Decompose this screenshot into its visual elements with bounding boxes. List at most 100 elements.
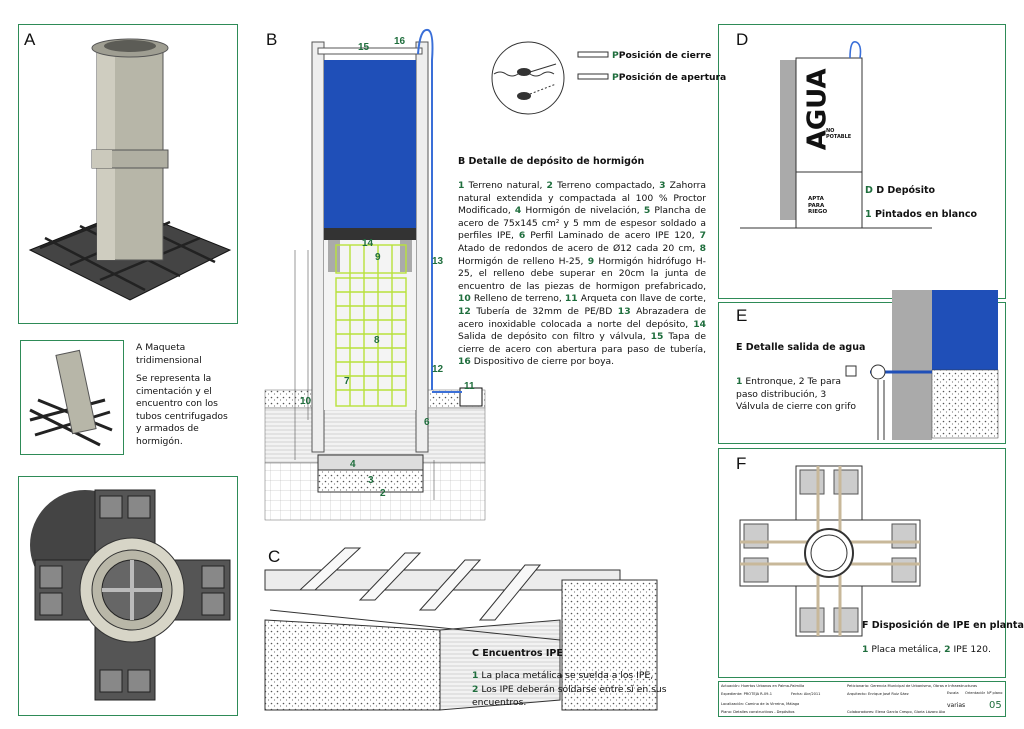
callout-9: 9 — [375, 252, 381, 263]
tb-colaboradores: Colaboradores: Elena García Crespo, Glor… — [847, 710, 945, 714]
panel-d-line: 1 Pintados en blanco — [865, 209, 978, 220]
tb-arquitecto: Arquitecto: Enrique José Ruiz Sáez — [847, 692, 909, 696]
sign-no-potable: NO POTABLE — [826, 128, 852, 140]
panel-b-section — [264, 28, 486, 521]
legend-number: 2 — [546, 180, 553, 191]
callout-13: 13 — [432, 256, 444, 267]
legend-number: 14 — [693, 318, 706, 330]
legend-text: Tapa de cierre de acero con abertura par… — [458, 331, 706, 355]
callout-11: 11 — [464, 381, 475, 392]
callout-15: 15 — [358, 42, 370, 53]
tb-peticionario: Peticionario: Gerencia Municipal de Urba… — [847, 684, 978, 688]
legend-text: Hormigón de nivelación, — [521, 205, 644, 217]
legend-text: Dispositivo de cierre por boya. — [470, 356, 615, 368]
callout-2: 2 — [380, 488, 386, 499]
legend-text: Atado de redondos de acero de Ø12 cada 2… — [458, 242, 700, 254]
legend-number: 12 — [458, 305, 471, 317]
panel-b-legend: 1 Terreno natural, 2 Terreno compactado,… — [458, 180, 706, 369]
legend-text: Terreno natural, — [464, 180, 547, 191]
tb-escala-label: Escala — [947, 691, 959, 695]
panel-c-label: C — [268, 547, 281, 566]
legend-number: 13 — [617, 305, 631, 317]
panel-f-frame — [718, 448, 1006, 678]
callout-10: 10 — [300, 396, 312, 407]
panel-d-tank — [740, 41, 932, 229]
valve-open-label: PPosición de apertura — [612, 72, 727, 83]
legend-number: 3 — [659, 180, 666, 191]
tb-localizacion: Localización: Camino de la Virreina, Mál… — [721, 702, 800, 706]
panel-a-title: A Maqueta tridimensional — [136, 342, 202, 366]
callout-6: 6 — [424, 417, 430, 428]
legend-number: 9 — [587, 255, 595, 267]
legend-number: 1 — [458, 180, 465, 191]
tb-nplano: 05 — [989, 700, 1002, 711]
callout-14: 14 — [362, 238, 374, 249]
panel-c-line2: 2 Los IPE deberán soldarse entre sí en s… — [472, 684, 667, 708]
panel-a-description: Se representa la cimentación y el encuen… — [136, 373, 228, 447]
callout-4: 4 — [350, 459, 356, 470]
panel-f-title: F Disposición de IPE en planta — [862, 620, 1024, 631]
panel-c-title: C Encuentros IPE — [472, 648, 563, 659]
panel-a2-frame — [20, 340, 124, 455]
legend-number: 15 — [650, 331, 664, 343]
panel-e-title: E Detalle salida de agua — [736, 342, 866, 353]
legend-number: 6 — [518, 230, 526, 242]
panel-a-label: A — [24, 30, 36, 49]
callout-12: 12 — [432, 364, 444, 375]
panel-d-frame — [718, 24, 1006, 299]
legend-text: Hormigón de relleno H-25, — [458, 255, 588, 267]
panel-a-model — [28, 38, 232, 301]
legend-text: Plancha de acero de 75x145 cm² y 5 mm de… — [458, 205, 706, 242]
panel-e-label: E — [736, 306, 748, 325]
legend-text: Abrazadera de acero inoxidable colocada … — [458, 305, 706, 330]
panel-a3-frame — [18, 476, 238, 716]
callout-8: 8 — [374, 335, 380, 346]
panel-b-title: B Detalle de depósito de hormigón — [458, 156, 645, 167]
panel-f-legend: 1 Placa metálica, 2 IPE 120. — [862, 644, 991, 655]
legend-text: Arqueta con llave de corte, — [577, 293, 706, 305]
tb-plano: Plano: Detalles constructivos - Depósito… — [721, 710, 795, 714]
panel-d-title: D D Depósito — [865, 185, 936, 196]
tb-expediente: Expediente: PROTEJA R-09-1 — [721, 692, 772, 696]
panel-a3-plan — [30, 489, 231, 701]
panel-a-frame — [18, 24, 238, 324]
legend-number: 5 — [643, 205, 651, 217]
valve-closed-label: PPosición de cierre — [612, 50, 712, 61]
legend-text: Salida de depósito con filtro y válvula, — [458, 331, 651, 343]
tb-fecha: Fecha: Abr/2011 — [791, 692, 821, 696]
panel-b-valve-detail — [491, 41, 609, 115]
legend-text: Perfil Laminado de acero IPE 120, — [525, 230, 700, 242]
legend-text: Zahorra natural extendida y compactada a… — [458, 180, 707, 217]
panel-d-label: D — [736, 30, 749, 49]
tb-actuacion: Actuación: Huertos Urbanos en Palma-Palm… — [721, 684, 805, 688]
panel-e-frame — [718, 302, 1006, 444]
panel-c-ipe — [264, 547, 658, 711]
legend-number: 8 — [699, 242, 706, 254]
panel-f-plan — [739, 465, 921, 637]
panel-c-line1: 1 La placa metálica se suelda a los IPE, — [472, 670, 654, 681]
legend-text: Hormigón hidrófugo H-25, el relleno debe… — [458, 255, 706, 292]
callout-7: 7 — [344, 376, 350, 387]
legend-text: Terreno compactado, — [552, 180, 660, 191]
panel-e-outlet — [845, 290, 999, 440]
sign-agua: AGUA — [802, 68, 833, 151]
panel-f-label: F — [736, 454, 747, 473]
tb-orientacion: Orientación — [965, 691, 985, 695]
sign-apta-riego: APTA PARA RIEGO — [808, 196, 828, 215]
panel-b-label: B — [266, 30, 278, 49]
legend-text: Tubería de 32mm de PE/BD — [470, 305, 618, 317]
title-block: Actuación: Huertos Urbanos en Palma-Palm… — [718, 681, 1006, 717]
legend-text: Relleno de terreno, — [470, 293, 565, 305]
tb-escala: varias — [947, 702, 966, 709]
legend-number: 4 — [514, 205, 522, 217]
legend-number: 7 — [699, 230, 706, 242]
legend-number: 11 — [564, 293, 578, 305]
tb-nplano-label: Nº plano — [987, 691, 1003, 695]
legend-number: 16 — [458, 356, 471, 368]
callout-16: 16 — [394, 36, 406, 47]
panel-e-legend: 1 Entronque, 2 Te para paso distribución… — [736, 376, 856, 413]
callout-3: 3 — [368, 475, 374, 486]
panel-a2-thumbnail — [29, 349, 113, 447]
legend-number: 10 — [458, 293, 471, 305]
